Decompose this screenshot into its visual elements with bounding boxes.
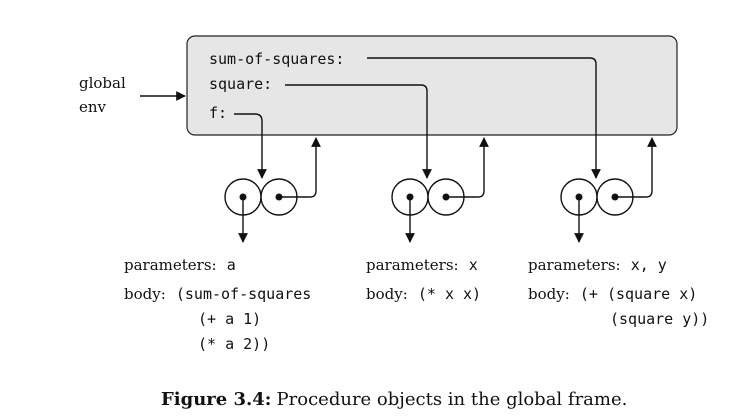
procedure-f-parameters-label: parameters: bbox=[124, 256, 217, 274]
procedure-square-body-code-1: (* x x) bbox=[418, 285, 481, 303]
procedure-f-parameters: parameters: a bbox=[124, 255, 236, 274]
procedure-f-parameters-value: a bbox=[227, 256, 236, 274]
figure-caption-text: Procedure objects in the global frame. bbox=[277, 389, 628, 410]
figure-caption: Figure 3.4: Procedure objects in the glo… bbox=[161, 389, 627, 410]
procedure-sum-of-squares-code-pointer-dot bbox=[575, 193, 583, 201]
figure-caption-label: Figure 3.4: bbox=[161, 389, 271, 410]
procedure-sum-of-squares-body-code-2: (square y)) bbox=[610, 310, 709, 328]
global-env-label-line1: global bbox=[79, 74, 126, 92]
procedure-sum-of-squares-parameters: parameters: x, y bbox=[528, 255, 667, 274]
procedure-square-env-arrow bbox=[449, 137, 489, 198]
square-binding-arrow bbox=[285, 84, 432, 179]
procedure-sum-of-squares-env-arrow bbox=[618, 137, 657, 198]
procedure-square-code-pointer-dot bbox=[406, 193, 414, 201]
procedure-sum-of-squares-parameters-label: parameters: bbox=[528, 256, 621, 274]
procedure-square-parameters-label: parameters: bbox=[366, 256, 459, 274]
sum-of-squares-binding-arrow bbox=[367, 57, 601, 179]
procedure-f-body-code-1: (sum-of-squares bbox=[176, 285, 311, 303]
binding-sum-of-squares: sum-of-squares: bbox=[209, 50, 344, 68]
procedure-sum-of-squares-parameters-value: x, y bbox=[631, 256, 667, 274]
procedure-f-body-label: body: bbox=[124, 285, 166, 303]
f-binding-arrow bbox=[234, 113, 267, 179]
procedure-f-body-code-3: (* a 2)) bbox=[198, 335, 270, 353]
binding-f: f: bbox=[209, 104, 227, 122]
procedure-f-env-arrow bbox=[282, 137, 321, 198]
procedure-f-body-line-1: body: (sum-of-squares bbox=[124, 284, 311, 303]
procedure-square-body-label: body: bbox=[366, 285, 408, 303]
procedure-square-body-line-1: body: (* x x) bbox=[366, 284, 481, 303]
procedure-square-parameters: parameters: x bbox=[366, 255, 478, 274]
procedure-sum-of-squares-body-label: body: bbox=[528, 285, 570, 303]
procedure-square-parameters-value: x bbox=[469, 256, 478, 274]
procedure-sum-of-squares-env-pointer-dot bbox=[611, 193, 619, 201]
procedure-f-code-pointer-dot bbox=[239, 193, 247, 201]
binding-square: square: bbox=[209, 75, 272, 93]
procedure-sum-of-squares-body-line-1: body: (+ (square x) bbox=[528, 284, 697, 303]
procedure-f-env-pointer-dot bbox=[275, 193, 283, 201]
procedure-f-body-code-2: (+ a 1) bbox=[198, 310, 261, 328]
procedure-square-env-pointer-dot bbox=[442, 193, 450, 201]
global-env-label-line2: env bbox=[79, 98, 107, 116]
global-frame-box bbox=[186, 35, 678, 136]
procedure-sum-of-squares-body-code-1: (+ (square x) bbox=[580, 285, 697, 303]
